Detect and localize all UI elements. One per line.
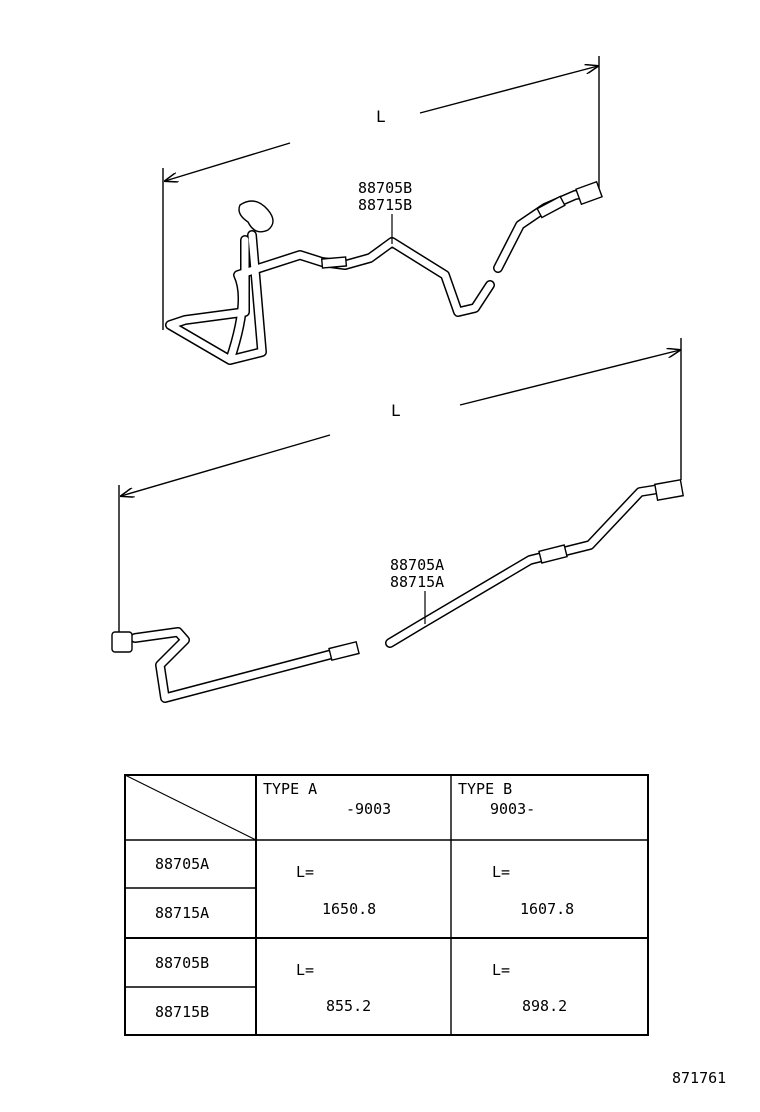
row1-a-value: 1650.8	[322, 900, 376, 918]
type-b-header: TYPE B	[458, 780, 512, 798]
row1-part-2: 88715A	[155, 904, 209, 922]
row1-b-label: L=	[492, 863, 510, 881]
row2-part-2: 88715B	[155, 1003, 209, 1021]
upper-part-label-2: 88715B	[358, 196, 412, 214]
lower-fittings	[111, 479, 685, 662]
upper-dimension-label: L	[376, 107, 386, 126]
row2-b-label: L=	[492, 961, 510, 979]
upper-flare-nut	[575, 180, 603, 206]
upper-fittings	[238, 180, 603, 269]
row1-b-value: 1607.8	[520, 900, 574, 918]
lower-joint-sleeve	[328, 640, 360, 662]
row2-a-label: L=	[296, 961, 314, 979]
upper-part-label-1: 88705B	[358, 179, 412, 197]
figure-number: 871761	[672, 1069, 726, 1087]
upper-dimension-line	[162, 56, 599, 330]
lower-flare-nut-right	[653, 479, 685, 501]
type-b-range: 9003-	[490, 800, 535, 818]
row1-a-label: L=	[296, 863, 314, 881]
row2-a-value: 855.2	[326, 997, 371, 1015]
lower-dimension-line	[118, 338, 681, 635]
lower-part-label-1: 88705A	[390, 556, 444, 574]
row2-b-value: 898.2	[522, 997, 567, 1015]
length-table: TYPE A -9003 TYPE B 9003- 88705A 88715A …	[124, 774, 649, 1036]
lower-joint-sleeve-2	[538, 544, 568, 564]
type-a-range: -9003	[346, 800, 391, 818]
upper-tube	[165, 187, 600, 365]
lower-assembly: L 88705A 88715A	[111, 338, 685, 703]
lower-part-label-2: 88715A	[390, 573, 444, 591]
lower-dimension-label: L	[391, 401, 401, 420]
upper-clamp-end	[238, 200, 274, 233]
row1-part-1: 88705A	[155, 855, 209, 873]
upper-joint-sleeve	[320, 256, 348, 269]
lower-flare-nut-left	[111, 631, 133, 653]
upper-assembly: L 88705B 88715B	[162, 56, 603, 365]
upper-joint-sleeve-2	[536, 195, 566, 219]
type-a-header: TYPE A	[263, 780, 317, 798]
row2-part-1: 88705B	[155, 954, 209, 972]
lower-tube	[130, 483, 670, 703]
table-corner-diagonal	[124, 774, 257, 841]
